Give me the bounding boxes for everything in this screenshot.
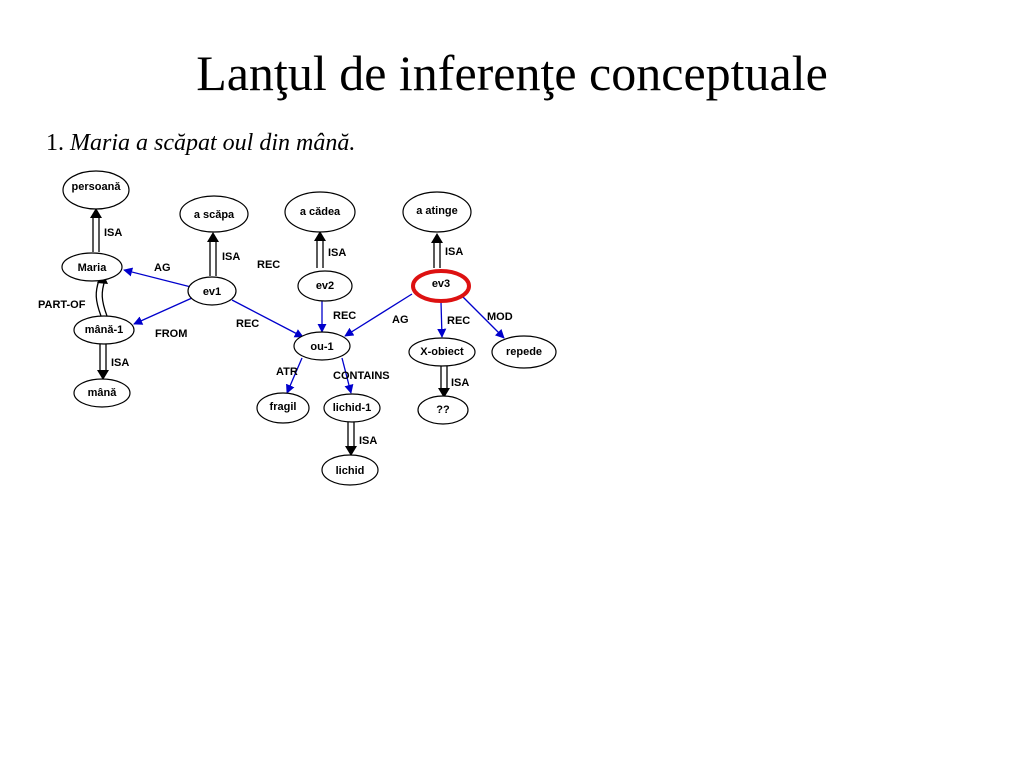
example-number: 1. bbox=[46, 130, 64, 156]
label-isa-maria: ISA bbox=[104, 227, 122, 239]
from-edge-ev1-mana1 bbox=[133, 297, 193, 325]
rec-edge-ev3-xobiect bbox=[437, 301, 447, 338]
node-a-scapa: a scăpa bbox=[179, 195, 249, 233]
rec-edge-ev1-ou1 bbox=[231, 299, 304, 338]
node-mana-label: mână bbox=[88, 387, 118, 399]
node-lichid-1-label: lichid-1 bbox=[333, 402, 372, 414]
node-a-cadea: a cădea bbox=[284, 191, 356, 233]
isa-edge-lichid1-lichid bbox=[345, 420, 357, 456]
label-isa-ev1: ISA bbox=[222, 251, 240, 263]
node-ev1-label: ev1 bbox=[203, 286, 221, 298]
label-from: FROM bbox=[155, 328, 187, 340]
node-question-label: ?? bbox=[436, 404, 450, 416]
isa-edge-ev1-ascapa bbox=[207, 232, 219, 276]
label-atr: ATR bbox=[276, 366, 298, 378]
node-x-obiect-label: X-obiect bbox=[420, 346, 464, 358]
ag-edge-ev3-ou1 bbox=[344, 293, 413, 337]
node-x-obiect: X-obiect bbox=[408, 337, 476, 367]
example-text: Maria a scăpat oul din mână. bbox=[70, 130, 356, 156]
label-rec-ev1-ou1: REC bbox=[236, 318, 259, 330]
contains-edge-ou1-lichid1 bbox=[341, 357, 354, 394]
node-ou-1-label: ou-1 bbox=[310, 341, 333, 353]
label-isa-ev2: ISA bbox=[328, 247, 346, 259]
isa-edge-maria-persoana bbox=[90, 208, 102, 252]
slide-title: Lanţul de inferenţe conceptuale bbox=[196, 45, 828, 101]
atr-edge-ou1-fragil bbox=[286, 357, 303, 394]
label-rec-ev3: REC bbox=[447, 315, 470, 327]
node-fragil-label: fragil bbox=[270, 401, 297, 413]
node-fragil: fragil bbox=[256, 392, 310, 424]
label-rec-top: REC bbox=[257, 259, 280, 271]
node-a-cadea-label: a cădea bbox=[300, 206, 341, 218]
isa-edge-ev3-aatinge bbox=[431, 233, 443, 268]
node-a-atinge-label: a atinge bbox=[416, 205, 458, 217]
label-mod: MOD bbox=[487, 311, 513, 323]
node-ev2-label: ev2 bbox=[316, 280, 334, 292]
node-a-scapa-label: a scăpa bbox=[194, 209, 235, 221]
label-isa-lichid: ISA bbox=[359, 435, 377, 447]
node-mana: mână bbox=[73, 378, 131, 408]
isa-edge-xobiect-qq bbox=[438, 366, 450, 398]
node-ou-1: ou-1 bbox=[293, 331, 351, 361]
node-ev3-highlighted: ev3 bbox=[411, 269, 471, 303]
node-lichid-label: lichid bbox=[336, 465, 365, 477]
isa-edge-mana1-mana bbox=[97, 344, 109, 380]
label-isa-mana: ISA bbox=[111, 357, 129, 369]
node-maria-label: Maria bbox=[78, 262, 108, 274]
example-sentence: 1. Maria a scăpat oul din mână. bbox=[46, 130, 355, 157]
label-ag-maria: AG bbox=[154, 262, 171, 274]
label-part-of: PART-OF bbox=[38, 299, 86, 311]
node-persoana: persoană bbox=[62, 170, 130, 210]
node-ev1: ev1 bbox=[187, 276, 237, 306]
node-mana-1: mână-1 bbox=[73, 315, 135, 345]
label-isa-qq: ISA bbox=[451, 377, 469, 389]
isa-edge-ev2-acadea bbox=[314, 231, 326, 268]
node-repede: repede bbox=[491, 335, 557, 369]
mod-edge-ev3-repede bbox=[461, 295, 505, 339]
node-a-atinge: a atinge bbox=[402, 191, 472, 233]
ag-edge-ev1-maria bbox=[123, 267, 192, 288]
label-contains: CONTAINS bbox=[333, 370, 390, 382]
node-repede-label: repede bbox=[506, 346, 542, 358]
label-isa-ev3: ISA bbox=[445, 246, 463, 258]
label-ag-ev3: AG bbox=[392, 314, 409, 326]
node-persoana-label: persoană bbox=[72, 181, 122, 193]
node-mana-1-label: mână-1 bbox=[85, 324, 124, 336]
node-lichid-1: lichid-1 bbox=[323, 393, 381, 423]
node-lichid: lichid bbox=[321, 454, 379, 486]
label-rec-ev2-ou1: REC bbox=[333, 310, 356, 322]
node-ev2: ev2 bbox=[297, 270, 353, 302]
node-question: ?? bbox=[417, 395, 469, 425]
node-maria: Maria bbox=[61, 252, 123, 282]
node-ev3-label: ev3 bbox=[432, 278, 450, 290]
